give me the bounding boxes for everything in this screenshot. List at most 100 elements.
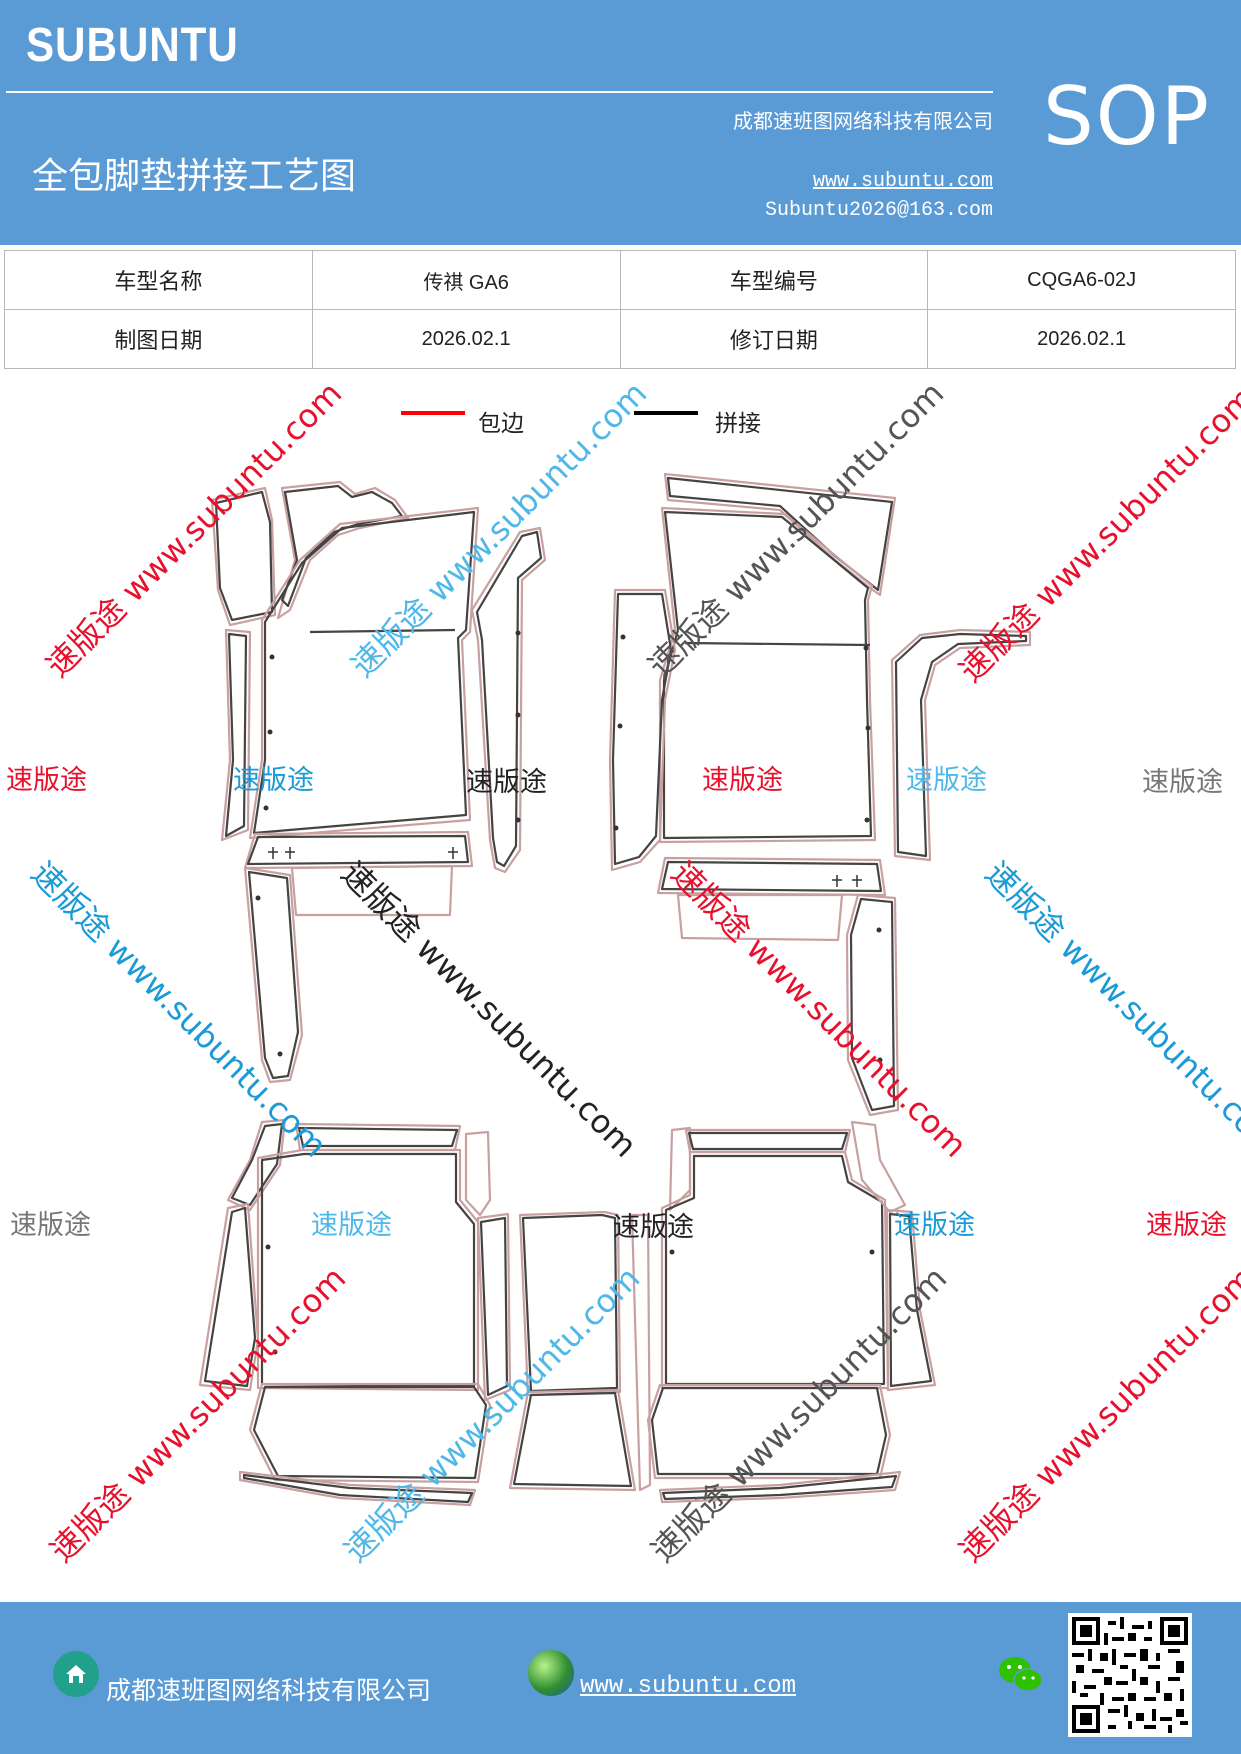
table-row: 车型名称 传祺 GA6 车型编号 CQGA6-02J bbox=[4, 250, 1236, 310]
watermark: 速版途 bbox=[906, 765, 987, 796]
mat-piece bbox=[475, 530, 543, 868]
mat-piece bbox=[658, 1470, 902, 1504]
watermark: 速版途 bbox=[613, 1212, 694, 1243]
mat-piece bbox=[885, 1208, 937, 1392]
table-row: 制图日期 2026.02.1 修订日期 2026.02.1 bbox=[4, 309, 1236, 369]
mat-piece bbox=[256, 1148, 480, 1392]
label-draw-date: 制图日期 bbox=[4, 309, 313, 369]
mat-piece bbox=[676, 893, 844, 942]
footer-company-name: 成都速班图网络科技有限公司 bbox=[106, 1676, 432, 1705]
legend-label-edging: 包边 bbox=[478, 411, 524, 437]
globe-icon bbox=[528, 1650, 574, 1696]
mat-piece bbox=[248, 506, 480, 840]
seam-mark bbox=[268, 847, 458, 859]
mat-piece bbox=[246, 834, 470, 866]
splice-line bbox=[309, 628, 456, 634]
mat-piece bbox=[479, 1216, 509, 1397]
mat-piece bbox=[660, 860, 883, 893]
mat-piece bbox=[845, 893, 900, 1117]
locating-hole bbox=[263, 805, 269, 811]
website-link[interactable]: www.subuntu.com bbox=[812, 170, 993, 193]
company-name: 成都速班图网络科技有限公司 bbox=[733, 109, 993, 133]
value-model-code: CQGA6-02J bbox=[927, 250, 1236, 310]
locating-hole bbox=[613, 825, 619, 831]
seam-mark bbox=[832, 875, 862, 887]
qr-code bbox=[1068, 1613, 1192, 1737]
watermark: 速版途 bbox=[6, 765, 87, 796]
legend-label-splice: 拼接 bbox=[715, 411, 761, 437]
mat-piece bbox=[243, 866, 304, 1084]
legend-swatch-splice bbox=[634, 411, 698, 415]
locating-hole bbox=[515, 712, 521, 718]
locating-hole bbox=[877, 1057, 883, 1063]
mat-piece bbox=[521, 1213, 619, 1393]
wechat-icon[interactable] bbox=[996, 1652, 1046, 1698]
mat-piece bbox=[630, 1213, 652, 1492]
email-address: Subuntu2026@163.com bbox=[764, 199, 993, 222]
mat-piece bbox=[252, 1385, 488, 1480]
doc-type-label: SOP bbox=[1043, 70, 1211, 163]
mat-piece bbox=[470, 526, 547, 874]
value-draw-date: 2026.02.1 bbox=[311, 309, 621, 369]
mat-piece bbox=[888, 1212, 933, 1388]
locating-hole bbox=[515, 817, 521, 823]
locating-hole bbox=[876, 927, 882, 933]
mat-piece bbox=[224, 632, 248, 838]
mat-piece bbox=[238, 1470, 477, 1507]
watermark: 速版途 bbox=[10, 1210, 91, 1241]
value-model-name: 传祺 GA6 bbox=[311, 250, 621, 310]
watermark: 速版途 bbox=[311, 1210, 392, 1241]
locating-hole bbox=[869, 1249, 875, 1255]
watermark: 速版途 bbox=[1142, 767, 1223, 798]
brand-logo: SUBUNTU bbox=[26, 19, 239, 72]
watermark: 速版途 bbox=[466, 767, 547, 798]
locating-hole bbox=[277, 1051, 283, 1057]
watermark: 速版途 bbox=[894, 1210, 975, 1241]
mat-piece bbox=[230, 1122, 284, 1207]
mat-piece bbox=[661, 1474, 898, 1501]
mat-piece bbox=[280, 484, 404, 608]
mat-piece bbox=[290, 864, 454, 917]
locating-hole bbox=[863, 645, 869, 651]
locating-hole bbox=[864, 817, 870, 823]
locating-hole bbox=[272, 1349, 278, 1355]
value-revise-date: 2026.02.1 bbox=[927, 309, 1236, 369]
header-banner bbox=[0, 0, 1241, 245]
label-model-code: 车型编号 bbox=[619, 250, 929, 310]
mat-piece bbox=[226, 1118, 287, 1212]
label-revise-date: 修订日期 bbox=[619, 309, 929, 369]
splice-line bbox=[684, 641, 871, 647]
legend-swatch-edging bbox=[401, 411, 465, 415]
watermark: 速版途 bbox=[1146, 1210, 1227, 1241]
mat-piece bbox=[518, 1210, 622, 1397]
locating-hole bbox=[255, 895, 261, 901]
locating-hole bbox=[515, 630, 521, 636]
label-model-name: 车型名称 bbox=[4, 250, 313, 310]
mat-piece bbox=[849, 897, 896, 1112]
mat-piece bbox=[198, 1202, 260, 1392]
mat-piece bbox=[656, 856, 887, 897]
home-icon bbox=[53, 1651, 99, 1697]
vehicle-info-table: 车型名称 传祺 GA6 车型编号 CQGA6-02J 制图日期 2026.02.… bbox=[4, 250, 1236, 369]
footer-website-link[interactable]: www.subuntu.com bbox=[580, 1673, 797, 1700]
mat-piece bbox=[476, 1212, 512, 1402]
mat-piece bbox=[611, 592, 673, 866]
mat-piece bbox=[658, 506, 877, 844]
mat-piece bbox=[220, 628, 252, 842]
mat-piece bbox=[850, 1120, 907, 1214]
mat-piece bbox=[243, 830, 474, 870]
page-title: 全包脚垫拼接工艺图 bbox=[32, 156, 357, 197]
mat-piece bbox=[512, 1391, 633, 1488]
mat-piece bbox=[297, 1126, 459, 1148]
locating-hole bbox=[269, 654, 275, 660]
mat-piece bbox=[276, 480, 410, 620]
locating-hole bbox=[265, 1244, 271, 1250]
mat-piece bbox=[464, 1130, 492, 1217]
locating-hole bbox=[865, 725, 871, 731]
locating-hole bbox=[267, 729, 273, 735]
locating-hole bbox=[617, 723, 623, 729]
mat-piece bbox=[894, 632, 1028, 858]
floor-mat-pattern-drawing bbox=[198, 472, 1032, 1507]
mat-piece bbox=[260, 1152, 476, 1388]
mat-piece bbox=[687, 1131, 849, 1151]
